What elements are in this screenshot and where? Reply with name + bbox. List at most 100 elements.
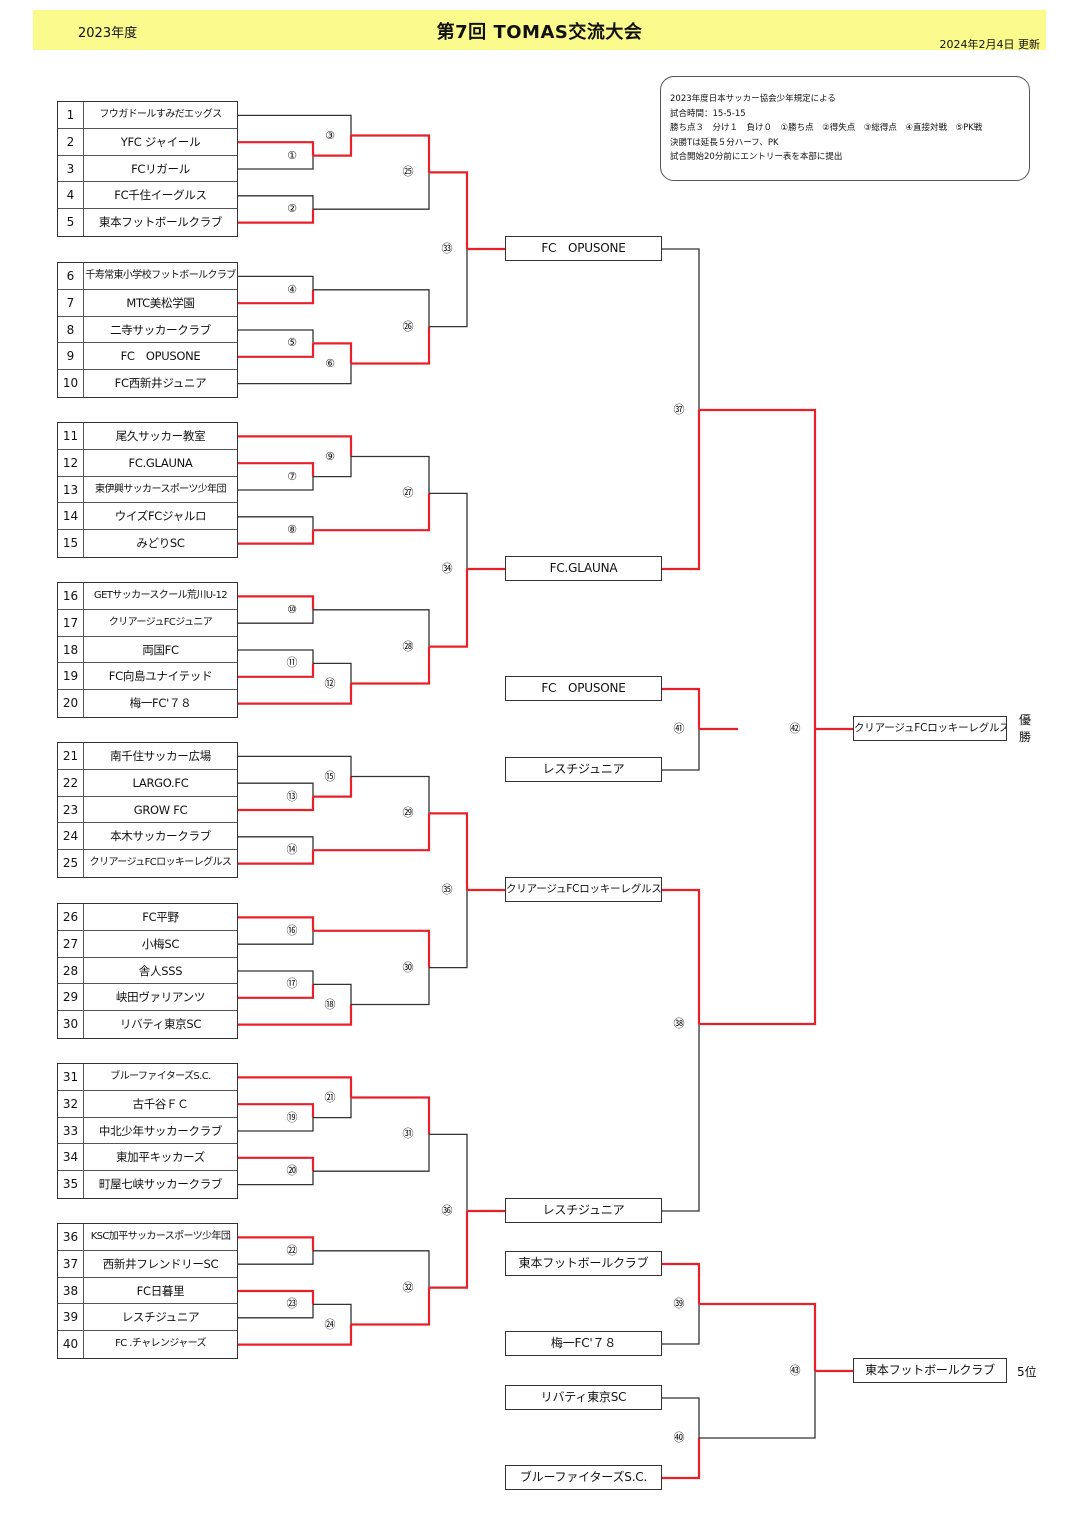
- semifinal-box-bottom: レスチジュニア: [505, 757, 662, 782]
- bracket-line: [236, 141, 315, 156]
- bracket-line: [313, 172, 430, 210]
- team-name: KSC加平サッカースポーツ少年団: [90, 1231, 231, 1242]
- bracket-line: [236, 796, 315, 812]
- team-name: FC西新井ジュニア: [114, 376, 207, 391]
- team-number: 33: [58, 1117, 84, 1144]
- bracket-line: [351, 326, 431, 365]
- team-name: 小梅SC: [141, 936, 180, 951]
- match-number: ㉒: [283, 1242, 301, 1259]
- team-number: 27: [58, 930, 84, 957]
- team-number: 37: [58, 1250, 84, 1277]
- team-name: 南千住サッカー広場: [110, 749, 211, 763]
- bracket-line: [429, 1133, 468, 1211]
- team-name: 峡田ヴァリアンツ: [115, 990, 206, 1005]
- team-number: 2: [58, 128, 84, 155]
- team-number: 38: [58, 1277, 84, 1304]
- team-number: 35: [58, 1171, 84, 1198]
- team-number: 39: [58, 1304, 84, 1331]
- match-number: ⑩: [283, 601, 301, 618]
- match-number: ㊵: [670, 1430, 688, 1446]
- team-number: 32: [58, 1090, 84, 1117]
- match-number: ⑲: [283, 1109, 301, 1126]
- bracket-line: [699, 1371, 816, 1439]
- bracket-line: [236, 1236, 315, 1251]
- bracket-line: [236, 1117, 314, 1132]
- match-number: ⑨: [321, 448, 339, 465]
- bracket-line: [236, 275, 314, 290]
- team-number: 17: [58, 609, 84, 636]
- consolation-box-39-bottom: 梅一FC'７８: [505, 1331, 662, 1356]
- team-name: 千寿常東小学校フットボールクラブ: [85, 270, 236, 281]
- team-name: FC OPUSONE: [120, 349, 201, 364]
- bracket-line: [699, 408, 817, 729]
- team-number: 28: [58, 957, 84, 984]
- bracket-line: [236, 916, 315, 931]
- bracket-line: [662, 888, 701, 1024]
- team-name: YFC ジャイール: [120, 134, 201, 149]
- team-number: 16: [58, 583, 84, 609]
- season-year: 2023年度: [78, 26, 138, 41]
- team-name: FC.GLAUNA: [128, 455, 193, 470]
- match-number: ㊶: [670, 721, 688, 737]
- team-number: 8: [58, 316, 84, 343]
- champion-label: 優勝: [1019, 713, 1032, 744]
- bracket-line: [313, 662, 352, 684]
- bracket-line: [429, 171, 469, 249]
- team-number: 40: [58, 1331, 84, 1358]
- bracket-line: [313, 1303, 352, 1325]
- bracket-line: [236, 1103, 315, 1118]
- bracket-line: [429, 812, 469, 890]
- bracket-line: [236, 1324, 353, 1346]
- bracket-line: [236, 435, 353, 457]
- team-row: 2 YFC ジャイール: [58, 128, 237, 156]
- rule-line: 試合時間：15-5-15: [670, 108, 746, 119]
- bracket-line: [236, 836, 314, 851]
- champion-box: クリアージュFCロッキーレグルス: [853, 716, 1007, 741]
- bracket-line: [429, 569, 469, 648]
- bracket-line: [351, 967, 430, 1006]
- team-number: 9: [58, 343, 84, 370]
- match-number: ㉑: [321, 1089, 339, 1106]
- team-name: GETサッカースクール荒川U-12: [93, 590, 228, 601]
- bracket-line: [236, 1250, 314, 1265]
- bracket-line: [236, 363, 352, 385]
- bracket-line: [351, 646, 431, 685]
- team-name: 中北少年サッカークラブ: [98, 1123, 223, 1138]
- team-name: MTC美松学園: [126, 295, 195, 310]
- team-number: 21: [58, 743, 84, 769]
- bracket-line: [699, 1302, 817, 1371]
- match-number: ㊳: [670, 1016, 688, 1032]
- bracket-line: [236, 782, 314, 797]
- bracket-line: [429, 492, 468, 569]
- match-number: ⑯: [283, 922, 301, 939]
- semifinal-box-top: FC OPUSONE: [505, 676, 662, 701]
- bracket-line: [313, 342, 353, 364]
- bracket-line: [662, 248, 700, 410]
- team-name: クリアージュFCジュニア: [108, 616, 213, 628]
- match-number: ④: [283, 281, 301, 298]
- bracket-line: [351, 775, 430, 814]
- match-number: ⑥: [321, 355, 339, 372]
- bracket-line: [236, 1156, 315, 1172]
- team-name: 本木サッカークラブ: [110, 829, 211, 844]
- team-number: 25: [58, 850, 84, 877]
- team-number: 24: [58, 823, 84, 850]
- team-name: 尾久サッカー教室: [115, 429, 206, 443]
